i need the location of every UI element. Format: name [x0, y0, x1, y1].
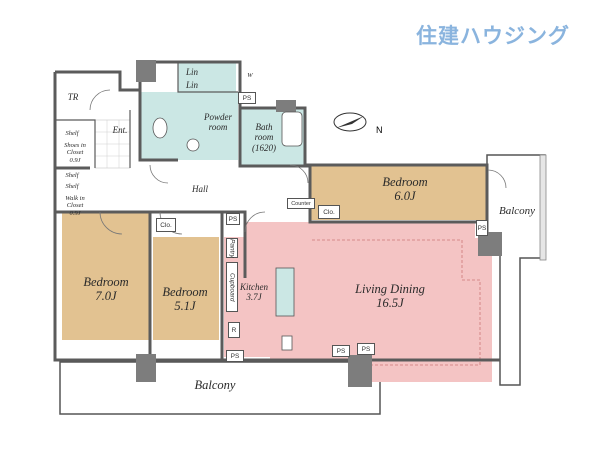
tile-grid	[95, 120, 130, 168]
fixtures	[152, 111, 303, 351]
ps-label-4: PS	[332, 345, 350, 357]
washer-label: W	[247, 72, 253, 79]
counter-label: Counter	[287, 198, 315, 209]
balcony-right-label: Balcony	[498, 205, 536, 217]
shelf-label-1: Shelf	[65, 130, 79, 137]
ps-label-5: PS	[357, 343, 375, 355]
ps-label-2: PS	[226, 213, 240, 225]
balcony-bottom-label: Balcony	[194, 378, 236, 392]
ps-label-3: PS	[226, 350, 244, 362]
shelf-label-3: Shelf	[65, 183, 79, 190]
walls	[53, 60, 500, 362]
fridge-label: R	[228, 322, 240, 338]
clo-left-label: Clo.	[156, 218, 176, 232]
pillars	[136, 60, 502, 387]
bedroom-left-area	[62, 212, 150, 340]
shelf-label-2: Shelf	[65, 172, 79, 179]
compass-north-label: N	[376, 125, 383, 135]
bedroom-mid-area	[153, 237, 219, 340]
compass-icon	[333, 112, 367, 132]
balcony-glass	[539, 154, 547, 261]
living-ceiling-line	[312, 239, 481, 366]
cupboard-label: Cupboard	[226, 262, 238, 312]
balcony-bottom-area	[59, 361, 381, 415]
tr-label: TR	[67, 92, 79, 102]
lin-label-1: Lin	[185, 67, 198, 77]
lin-label-2: Lin	[185, 80, 198, 90]
pantry-label: Pantry	[226, 238, 238, 258]
brand-logo: 住建ハウジング	[416, 24, 570, 48]
living-dining-area	[245, 222, 492, 382]
laundry-area	[178, 62, 236, 92]
bath-label: Bath room(1620)	[252, 122, 276, 153]
ps-label-6: PS	[476, 220, 488, 236]
powder-label: Powder room	[204, 112, 232, 133]
entrance-label: Ent.	[112, 125, 128, 135]
ps-label-1: PS	[238, 92, 256, 104]
balcony-right-area	[486, 154, 546, 386]
hall-label: Hall	[191, 184, 208, 194]
clo-right-label: Clo.	[318, 205, 340, 219]
